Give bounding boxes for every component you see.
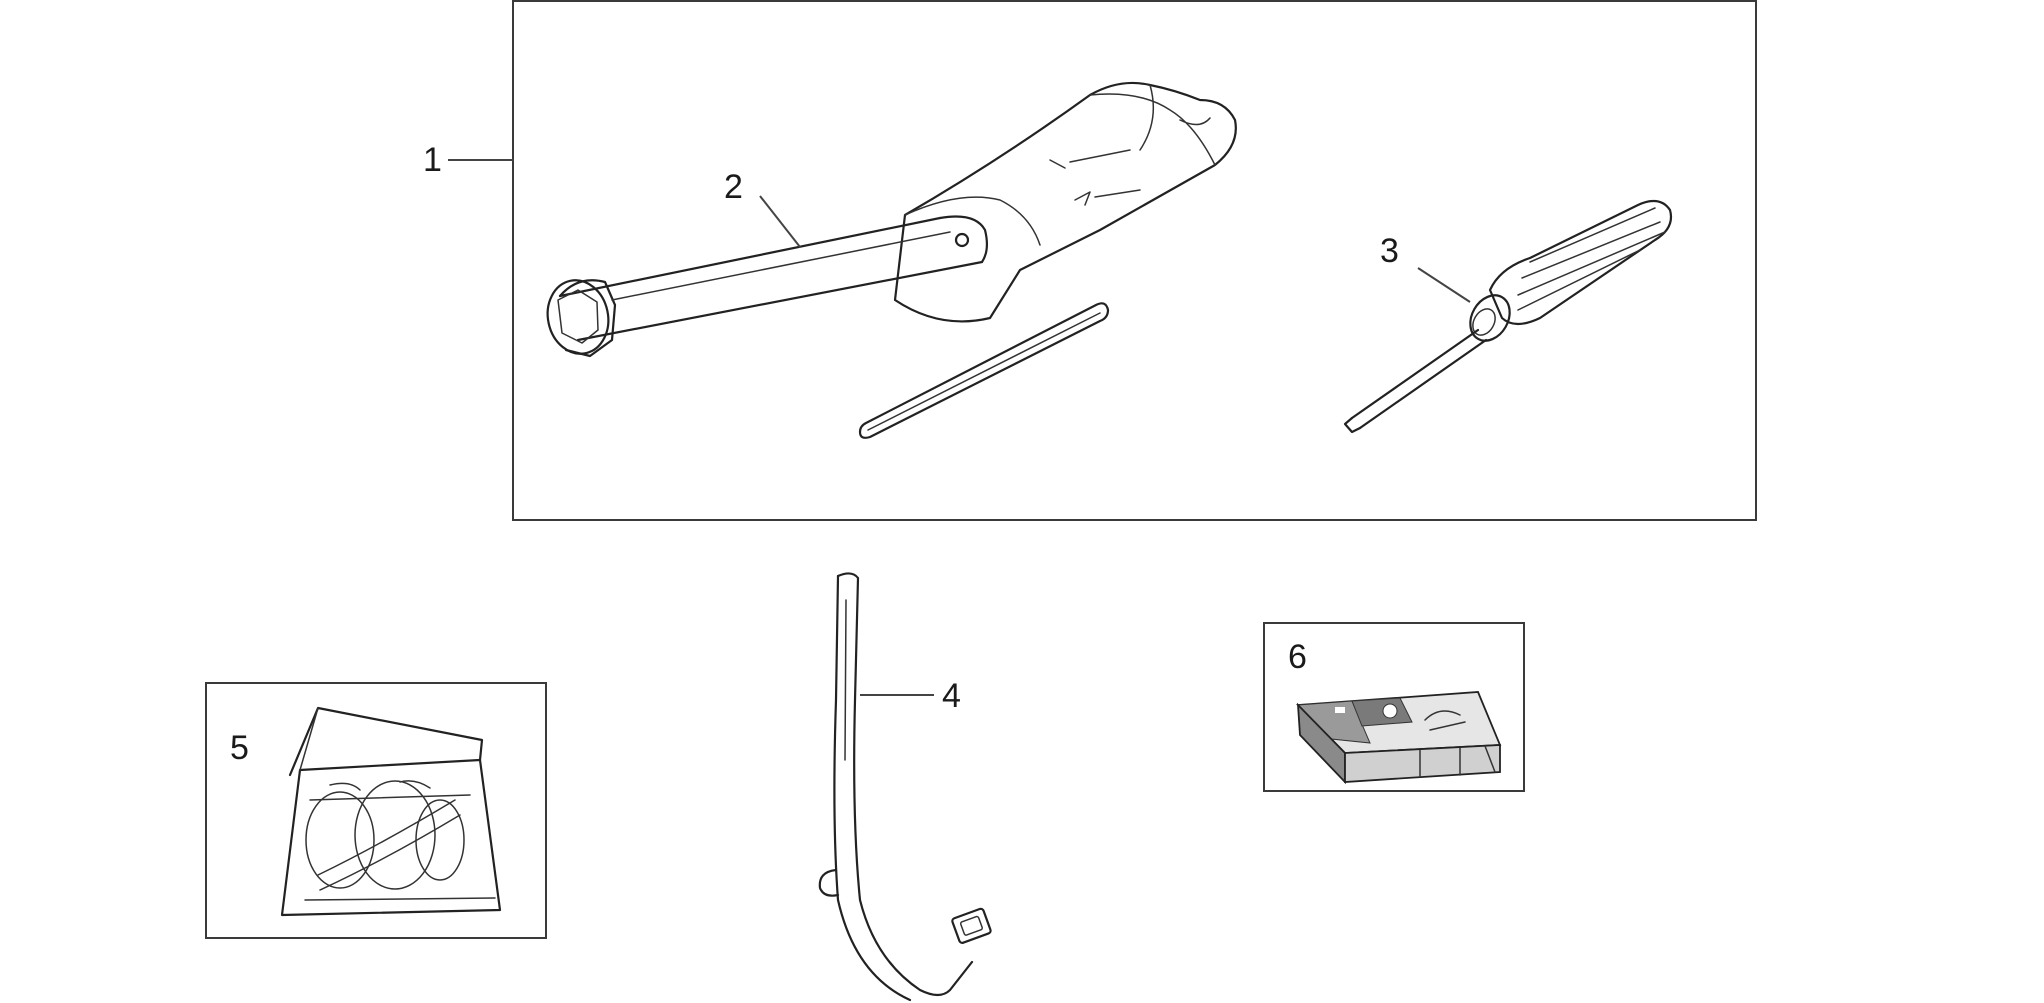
callout-leader-2 bbox=[759, 195, 801, 248]
document-bag-icon bbox=[280, 706, 502, 917]
callout-5[interactable]: 5 bbox=[230, 729, 249, 767]
strap-group[interactable]: 4 bbox=[818, 572, 992, 1002]
bag-group[interactable]: 5 bbox=[205, 682, 547, 939]
tommy-bar-icon bbox=[858, 302, 1110, 439]
rubber-strap-icon bbox=[818, 572, 992, 1002]
toolkit-frame bbox=[512, 0, 1757, 521]
toolkit-group[interactable]: 1 bbox=[423, 0, 1757, 521]
callout-3[interactable]: 3 bbox=[1380, 232, 1399, 270]
callout-1[interactable]: 1 bbox=[423, 141, 442, 179]
screwdriver-icon bbox=[1343, 199, 1673, 434]
bag-frame bbox=[205, 682, 547, 939]
manual-group[interactable]: 6 bbox=[1263, 622, 1525, 792]
callout-leader-3 bbox=[1417, 267, 1471, 303]
box-wrench-group[interactable]: 2 bbox=[541, 168, 989, 359]
tool-pouch-icon bbox=[893, 81, 1237, 323]
box-wrench-icon bbox=[546, 215, 989, 358]
manual-frame bbox=[1263, 622, 1525, 792]
callout-2[interactable]: 2 bbox=[724, 168, 743, 206]
callout-6[interactable]: 6 bbox=[1288, 638, 1307, 676]
owner-manual-icon bbox=[1295, 691, 1502, 785]
screwdriver-group[interactable]: 3 bbox=[1343, 199, 1673, 434]
callout-4[interactable]: 4 bbox=[942, 677, 961, 715]
